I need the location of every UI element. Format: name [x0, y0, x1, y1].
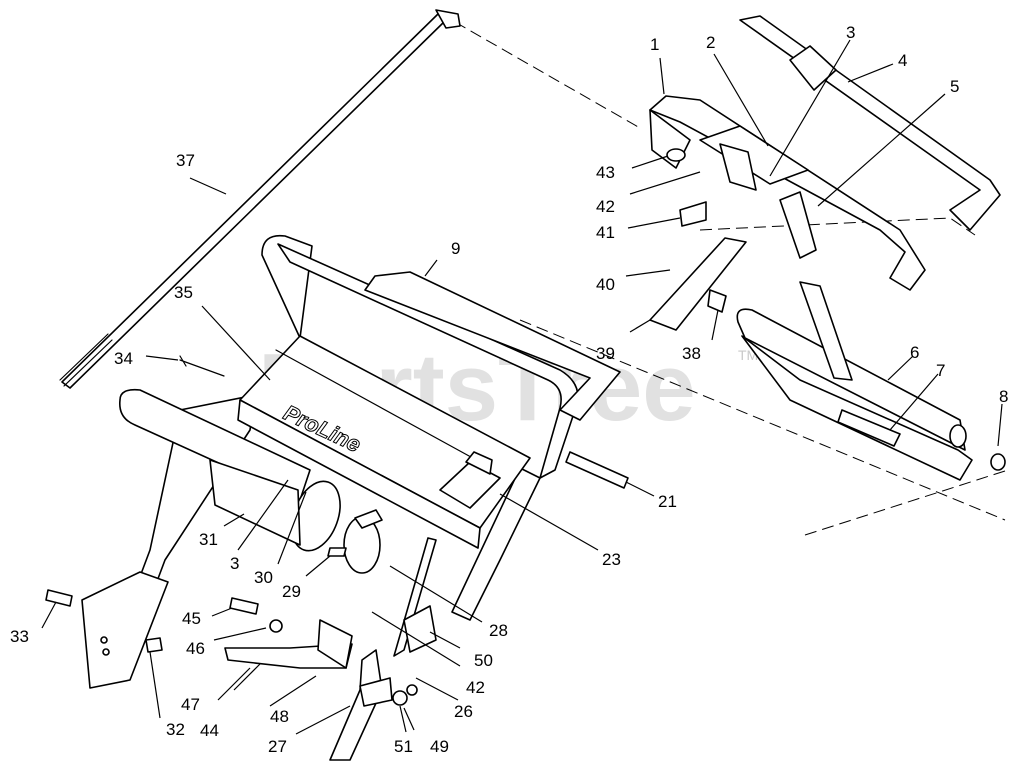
callout-26: 26 — [454, 702, 473, 721]
band-clamp — [343, 509, 383, 574]
lower-bar — [736, 281, 1006, 481]
callout-42-lower: 42 — [466, 678, 485, 697]
callout-4: 4 — [898, 51, 907, 70]
callout-27: 27 — [268, 737, 287, 756]
callout-8: 8 — [999, 387, 1008, 406]
callout-labels: 1 2 3 4 5 6 7 8 9 21 23 26 27 28 29 30 3… — [10, 23, 1008, 756]
callout-5: 5 — [950, 77, 959, 96]
control-lever — [224, 619, 393, 761]
alignment-lines — [454, 21, 1009, 536]
callout-41: 41 — [596, 223, 615, 242]
callout-44: 44 — [200, 721, 219, 740]
cable — [393, 537, 437, 657]
callout-37: 37 — [176, 151, 195, 170]
callout-47: 47 — [181, 695, 200, 714]
callout-51: 51 — [394, 737, 413, 756]
callout-9: 9 — [451, 239, 460, 258]
callout-39: 39 — [596, 344, 615, 363]
leader-lines — [41, 39, 1003, 735]
upper-handle-assembly — [649, 15, 1001, 291]
callout-2: 2 — [706, 33, 715, 52]
callout-43: 43 — [596, 163, 615, 182]
callout-40: 40 — [596, 275, 615, 294]
callout-48: 48 — [270, 707, 289, 726]
callout-6: 6 — [910, 343, 919, 362]
callout-3-lower: 3 — [230, 554, 239, 573]
callout-45: 45 — [182, 609, 201, 628]
callout-29: 29 — [282, 582, 301, 601]
callout-3-upper: 3 — [846, 23, 855, 42]
callout-23: 23 — [602, 550, 621, 569]
control-box: ProLine — [237, 335, 531, 549]
control-rod — [59, 9, 461, 389]
callout-35: 35 — [174, 283, 193, 302]
callout-34: 34 — [114, 349, 133, 368]
callout-21: 21 — [658, 492, 677, 511]
pivot-channel — [649, 237, 747, 331]
callout-49: 49 — [430, 737, 449, 756]
callout-1: 1 — [650, 35, 659, 54]
callout-33: 33 — [10, 627, 29, 646]
callout-38: 38 — [682, 344, 701, 363]
mount-bracket — [45, 571, 169, 689]
callout-7: 7 — [936, 361, 945, 380]
hardware — [179, 355, 629, 706]
callout-46: 46 — [186, 639, 205, 658]
callout-31: 31 — [199, 530, 218, 549]
callout-50: 50 — [474, 651, 493, 670]
callout-28: 28 — [489, 621, 508, 640]
callout-30: 30 — [254, 568, 273, 587]
callout-42-upper: 42 — [596, 197, 615, 216]
callout-32: 32 — [166, 720, 185, 739]
